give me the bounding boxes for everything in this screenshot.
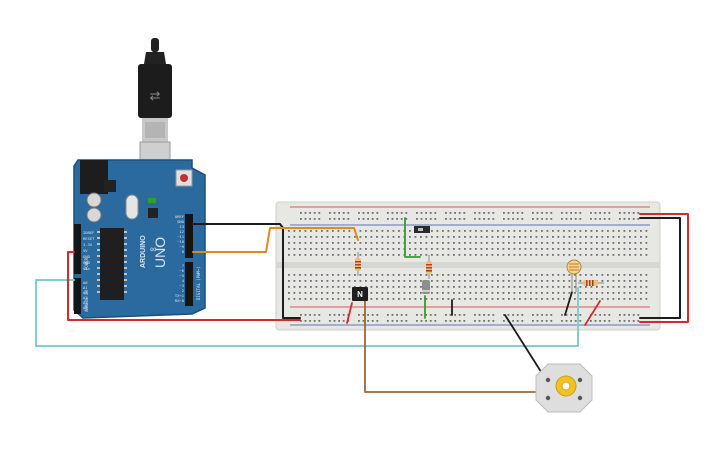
- wire-black-gnd[interactable]: [192, 223, 301, 319]
- pin-label: ~3: [179, 283, 184, 288]
- pin-label: 5V: [83, 248, 88, 253]
- logo-text: ARDUINO: [140, 235, 147, 268]
- pin-label: GND: [83, 260, 91, 265]
- photoresistor[interactable]: [566, 259, 582, 292]
- pin-label: 12: [179, 229, 184, 234]
- dc-motor[interactable]: [535, 363, 593, 413]
- pin-label: TX→1: [175, 293, 185, 298]
- power-header-label: POWER: [84, 257, 89, 270]
- transistor[interactable]: N: [352, 287, 368, 301]
- arduino-board[interactable]: ARDUINO UNO ∞ DIGITAL (PWM~) ANALOG IN P…: [73, 159, 206, 319]
- pin-label: 7: [182, 263, 184, 268]
- crystal: [125, 194, 139, 220]
- resistor[interactable]: [426, 255, 432, 279]
- pin-label: ~11: [177, 234, 185, 239]
- pin-label: 3.3V: [83, 242, 93, 247]
- wire-black-rail[interactable]: [639, 217, 681, 319]
- wire-black-jumper[interactable]: [564, 291, 573, 316]
- wire-red-5v[interactable]: [67, 251, 301, 321]
- small-chip: [148, 208, 158, 218]
- breadboard[interactable]: [275, 201, 661, 331]
- pin-label: 8: [182, 249, 185, 254]
- wire-red-jumper[interactable]: [584, 300, 601, 326]
- wire-orange-signal[interactable]: [192, 227, 359, 253]
- power-jack: [80, 160, 108, 194]
- pin-label: 13: [179, 224, 184, 229]
- pin-label: ~6: [179, 268, 184, 273]
- wire-red-rail[interactable]: [639, 213, 689, 323]
- center-channel: [276, 262, 660, 268]
- pin-label: Vin: [83, 266, 90, 271]
- microcontroller-chip: [100, 228, 124, 300]
- wire-green[interactable]: [404, 217, 421, 258]
- pin-label: A5: [83, 305, 88, 310]
- resistor[interactable]: [355, 252, 361, 276]
- pin-label: A4: [83, 300, 88, 305]
- pin-label: RESET: [83, 236, 95, 241]
- digital-header-label: DIGITAL (PWM~): [196, 266, 201, 300]
- pin-label: A3: [83, 295, 88, 300]
- pin-label: 4: [182, 278, 185, 283]
- transistor-label: N: [357, 290, 363, 299]
- usb-icon: ⇄: [150, 88, 161, 103]
- pin-label: RX←0: [175, 298, 185, 303]
- pin-label: 2: [182, 288, 184, 293]
- digital-header-lower: [185, 262, 193, 306]
- capacitor: [86, 207, 102, 223]
- capacitor: [86, 192, 102, 208]
- pin-label: A1: [83, 285, 88, 290]
- pin-label: ~5: [179, 273, 184, 278]
- wire-brown-motor[interactable]: [364, 299, 546, 393]
- digital-header-upper: [185, 214, 193, 258]
- wire-black-motor[interactable]: [504, 314, 546, 379]
- regulator-chip: [104, 180, 116, 192]
- pin-label: ~10: [177, 239, 185, 244]
- resistor[interactable]: [578, 280, 604, 286]
- pin-label: GND: [177, 219, 185, 224]
- model-text: UNO: [152, 237, 168, 268]
- wire-red-jumper[interactable]: [346, 302, 353, 324]
- breadboard-holes[interactable]: [288, 212, 648, 322]
- power-header: [74, 224, 81, 274]
- slide-switch[interactable]: [414, 226, 430, 233]
- pin-label: AREF: [175, 214, 185, 219]
- infinity-icon: ∞: [150, 244, 156, 254]
- analog-header: [74, 278, 81, 314]
- diode[interactable]: [422, 280, 430, 294]
- pin-label: A0: [83, 280, 88, 285]
- pin-label: IOREF: [83, 230, 95, 235]
- wire-cyan[interactable]: [35, 279, 579, 347]
- pin-label: A2: [83, 290, 88, 295]
- pin-label: ~9: [179, 244, 184, 249]
- pin-label: GND: [83, 254, 91, 259]
- analog-header-label: ANALOG IN: [84, 290, 89, 312]
